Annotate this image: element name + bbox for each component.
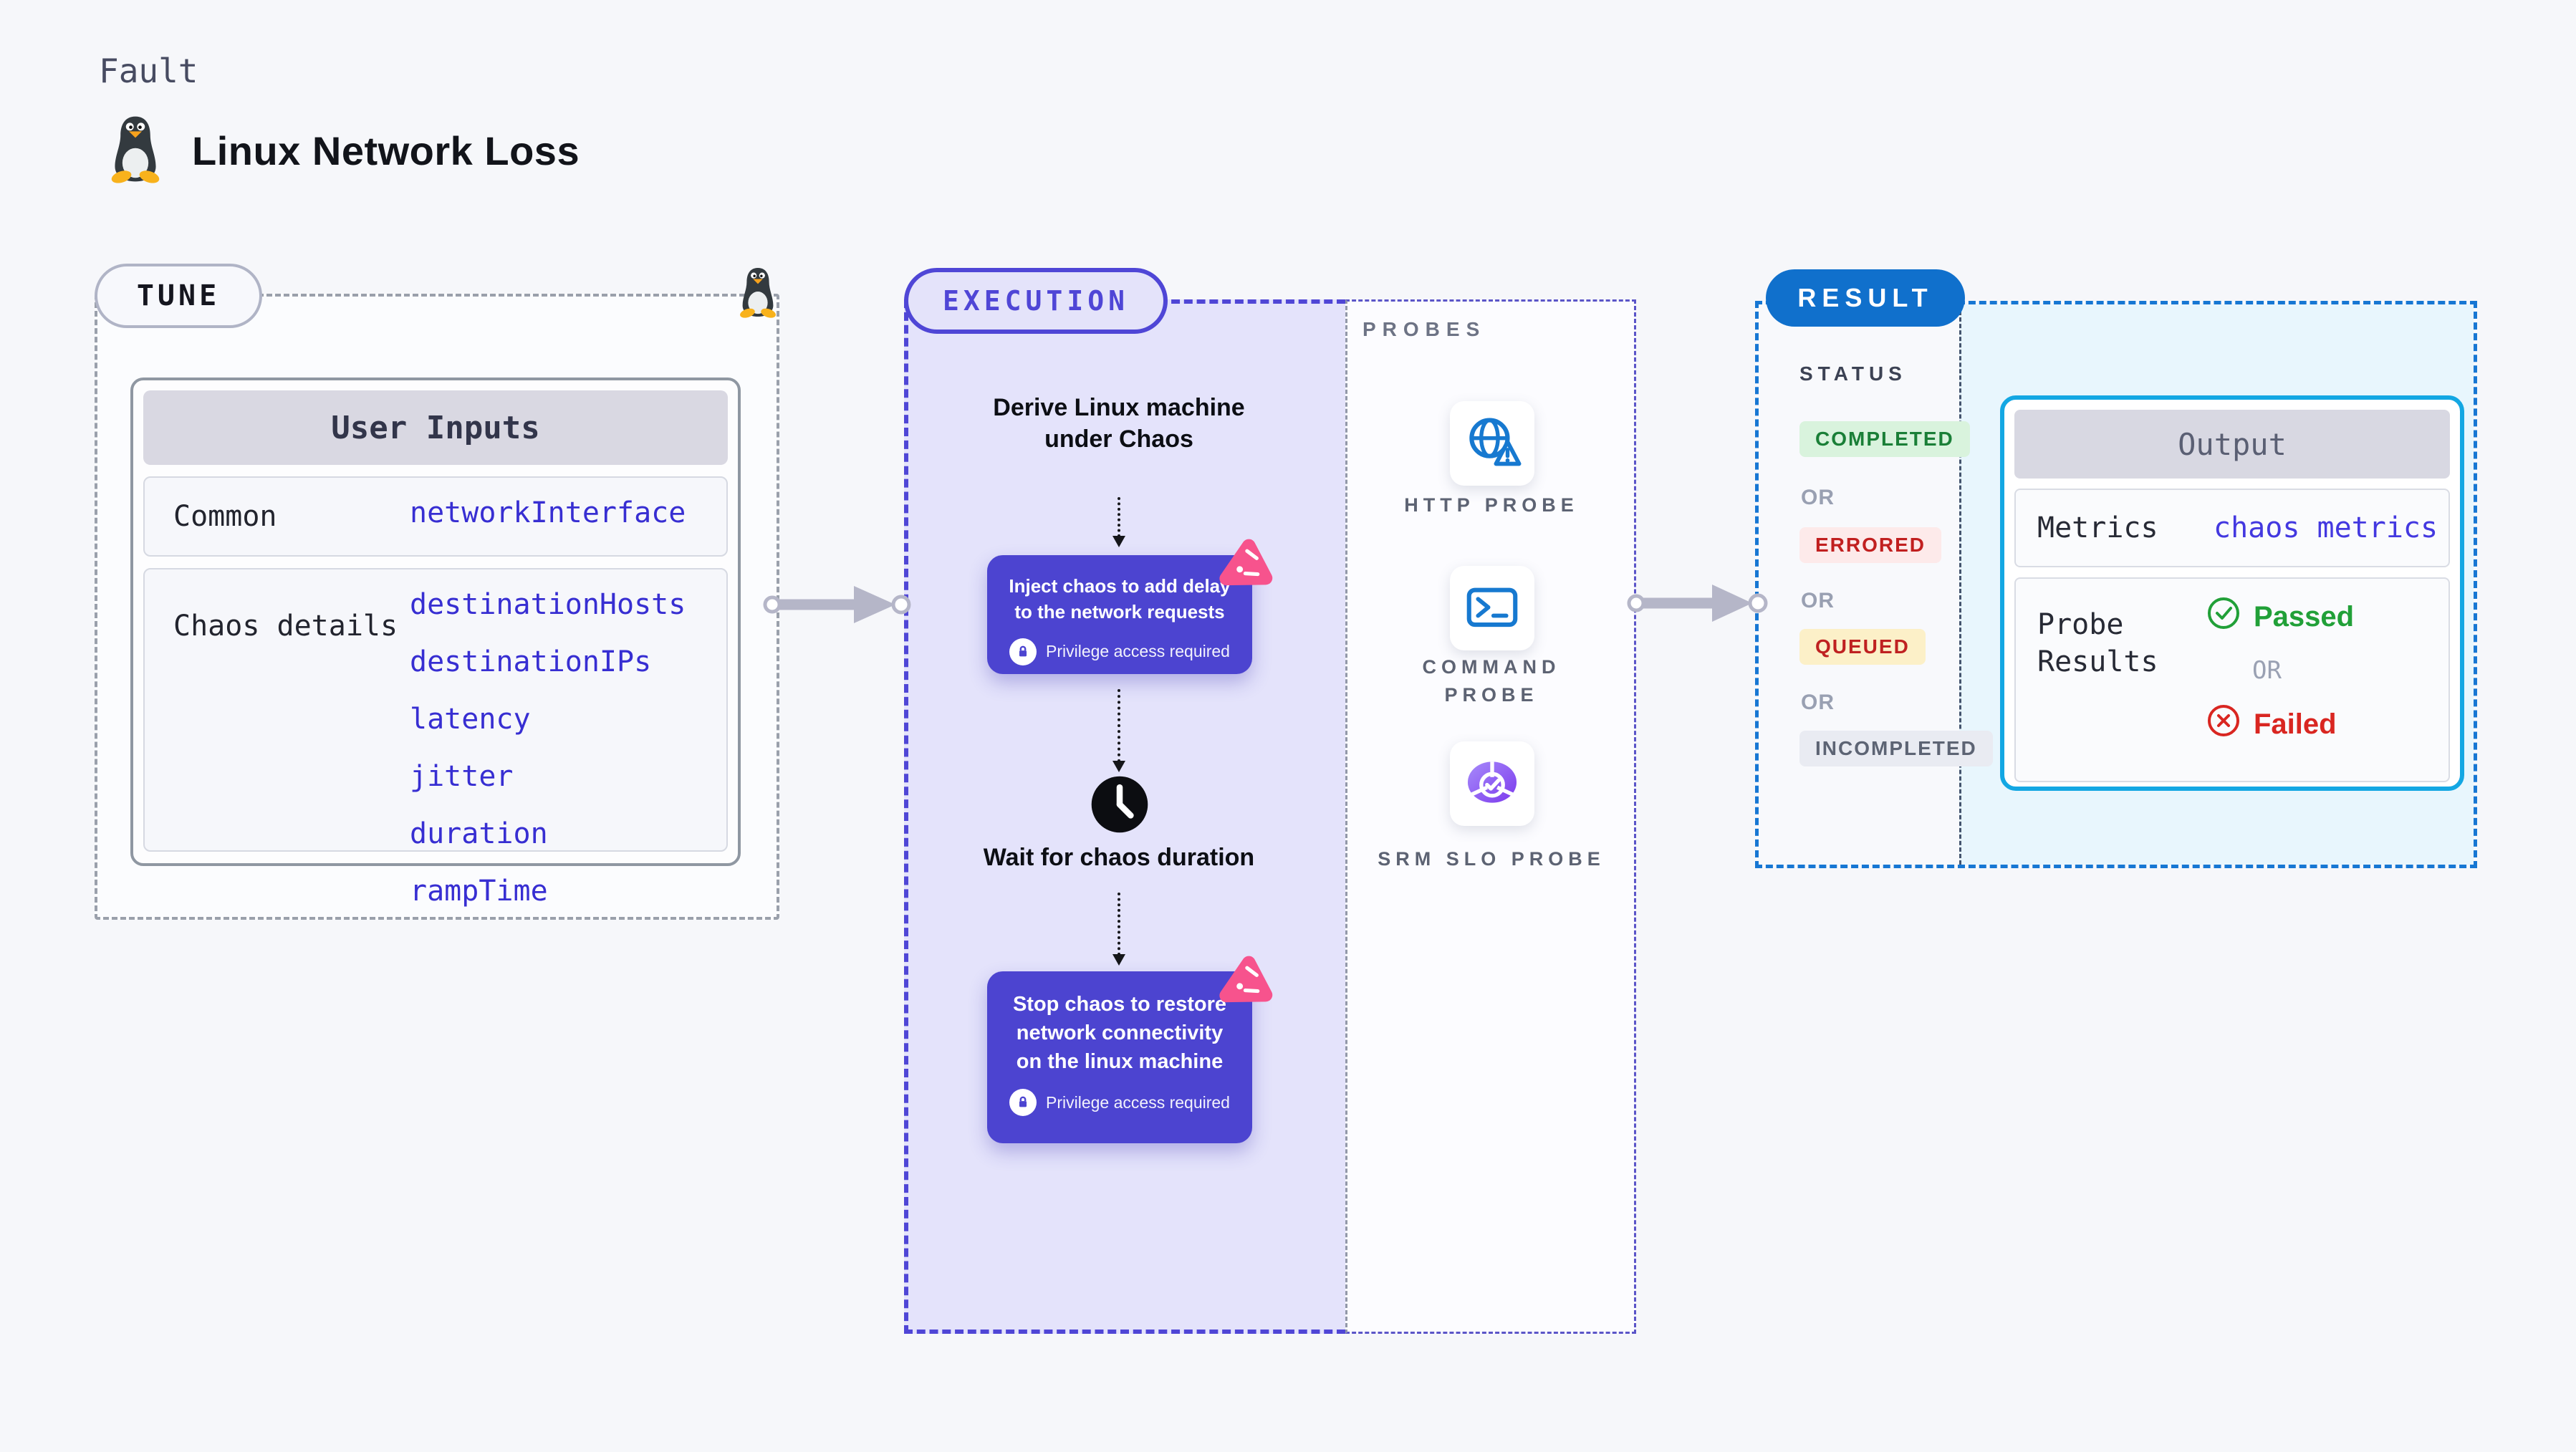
flow-arrow-down xyxy=(1112,689,1125,772)
row-label: Common xyxy=(173,500,277,533)
probe-results-row: Probe Results Passed OR xyxy=(2014,577,2450,782)
inject-step-text: Inject chaos to add delay to the network… xyxy=(1009,575,1231,622)
status-or-separator: OR xyxy=(1801,486,1835,509)
command-probe-card xyxy=(1450,566,1534,650)
row-value: duration xyxy=(410,817,548,850)
clock-icon xyxy=(1090,775,1149,837)
check-circle-icon xyxy=(2206,596,2241,638)
linux-tux-corner-icon xyxy=(735,266,781,322)
probe-label: COMMAND PROBE xyxy=(1422,656,1561,706)
status-badge-incompleted: INCOMPLETED xyxy=(1799,731,1993,766)
lock-icon xyxy=(1009,1089,1037,1117)
tune-badge: TUNE xyxy=(95,264,262,328)
privilege-row: Privilege access required xyxy=(1003,1089,1236,1117)
status-or-separator: OR xyxy=(1801,589,1835,612)
row-value: jitter xyxy=(410,760,514,793)
passed-line: Passed xyxy=(2206,596,2354,638)
probe-results-label: Probe Results xyxy=(2037,608,2158,678)
terminal-icon xyxy=(1461,576,1523,641)
probe-label: SRM SLO PROBE xyxy=(1378,848,1605,870)
output-card: Output Metrics chaos metrics Probe Resul… xyxy=(2000,395,2464,791)
privilege-label: Privilege access required xyxy=(1046,642,1230,661)
row-value: rampTime xyxy=(410,875,548,908)
probes-title: PROBES xyxy=(1363,318,1486,340)
x-circle-icon xyxy=(2206,703,2241,745)
http-probe-card xyxy=(1450,401,1534,486)
execution-to-result-arrow xyxy=(1627,585,1768,622)
user-inputs-card: User Inputs Common networkInterface Chao… xyxy=(130,378,741,908)
inject-chaos-node: Inject chaos to add delay to the network… xyxy=(987,555,1252,674)
lock-icon xyxy=(1009,638,1037,665)
linux-tux-icon xyxy=(105,115,166,187)
table-row: Common networkInterface xyxy=(143,476,728,557)
row-value: latency xyxy=(410,703,531,736)
status-or-separator: OR xyxy=(1801,691,1835,714)
page-kicker: Fault xyxy=(99,52,198,90)
privilege-row: Privilege access required xyxy=(1003,638,1236,665)
chaos-logo-icon xyxy=(1213,953,1273,1015)
status-badge-queued: QUEUED xyxy=(1799,629,1926,665)
metrics-label: Metrics xyxy=(2037,511,2158,544)
derive-step-text: Derive Linux machine under Chaos xyxy=(993,394,1245,453)
globe-alert-icon xyxy=(1461,411,1523,476)
status-title: STATUS xyxy=(1799,362,1907,385)
privilege-label: Privilege access required xyxy=(1046,1092,1230,1112)
status-badge-completed: COMPLETED xyxy=(1799,421,1970,457)
flow-arrow-down xyxy=(1112,497,1125,547)
stop-chaos-node: Stop chaos to restore network connectivi… xyxy=(987,971,1252,1143)
row-value: destinationHosts xyxy=(410,588,686,621)
failed-line: Failed xyxy=(2206,703,2354,745)
user-inputs-header: User Inputs xyxy=(143,390,728,465)
row-value: destinationIPs xyxy=(410,645,652,678)
flow-arrow-down xyxy=(1112,893,1125,966)
passed-label: Passed xyxy=(2254,600,2355,633)
status-badge-errored: ERRORED xyxy=(1799,527,1942,563)
metrics-value: chaos metrics xyxy=(2214,511,2438,544)
stop-step-text: Stop chaos to restore network connectivi… xyxy=(1012,993,1227,1074)
chaos-logo-icon xyxy=(1213,536,1273,598)
slo-gauge-icon xyxy=(1461,751,1523,817)
tune-to-execution-arrow xyxy=(763,586,911,623)
execution-badge: EXECUTION xyxy=(904,268,1168,334)
result-badge: RESULT xyxy=(1766,269,1965,327)
probe-label: HTTP PROBE xyxy=(1404,494,1579,516)
metrics-row: Metrics chaos metrics xyxy=(2014,489,2450,567)
page-title-row: Linux Network Loss xyxy=(105,115,580,187)
row-label: Chaos details xyxy=(173,610,398,643)
page-title: Linux Network Loss xyxy=(192,128,580,173)
srm-slo-probe-card xyxy=(1450,741,1534,826)
failed-label: Failed xyxy=(2254,708,2337,740)
output-or-separator: OR xyxy=(2252,656,2282,685)
row-value: networkInterface xyxy=(410,496,686,529)
output-header: Output xyxy=(2014,410,2450,479)
wait-step-text: Wait for chaos duration xyxy=(983,844,1255,871)
table-row: Chaos details destinationHosts destinati… xyxy=(143,568,728,908)
